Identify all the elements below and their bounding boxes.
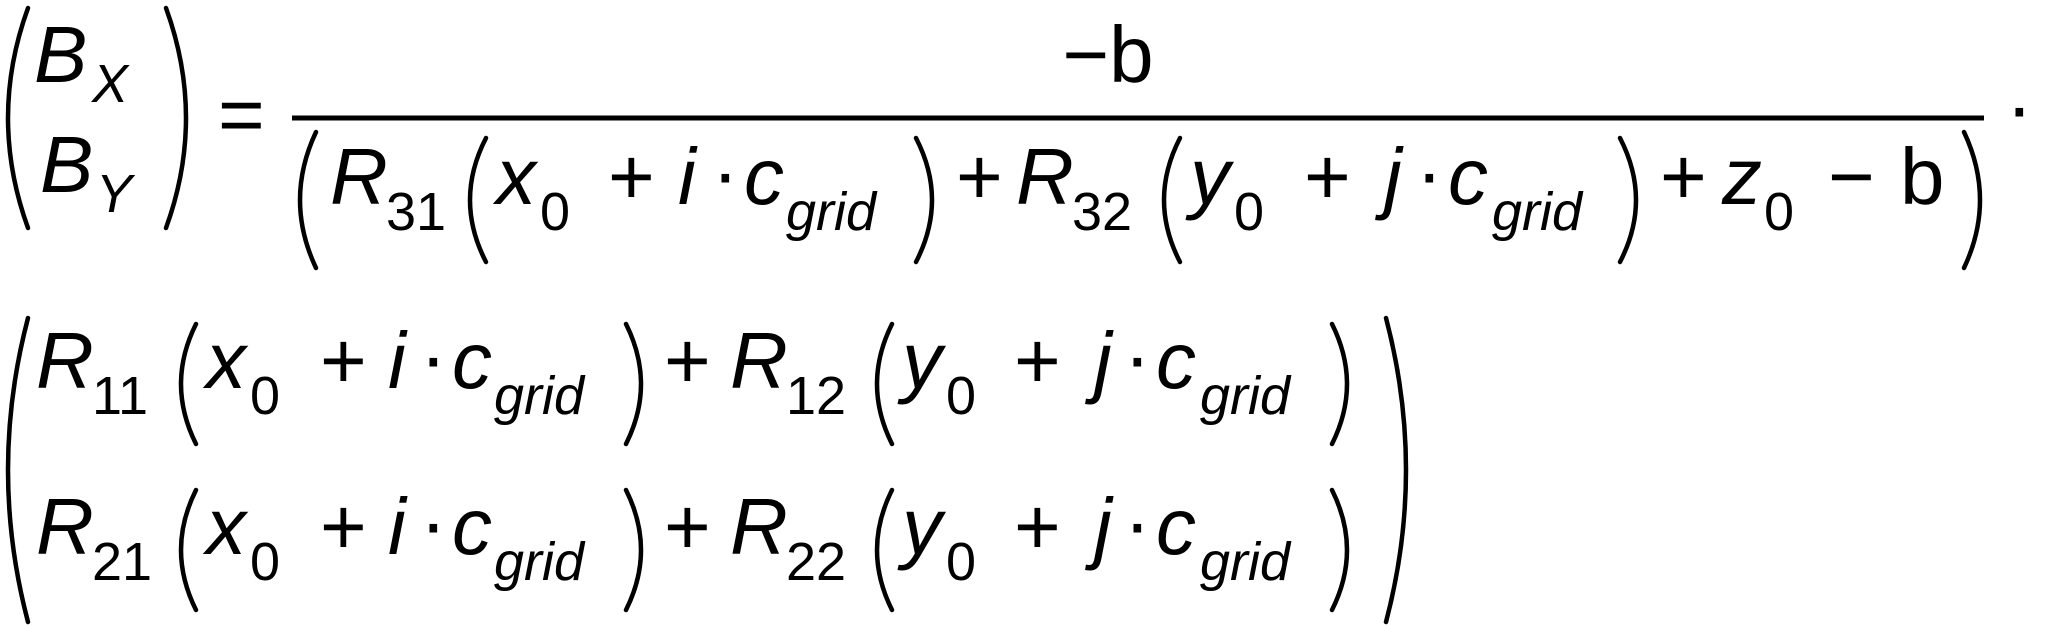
trailing-dot: · (2006, 62, 2033, 151)
m1-right-paren-1 (626, 324, 641, 444)
m2-j: j (1085, 482, 1114, 571)
m2-r21-sub: 21 (92, 532, 152, 592)
den-x0-base: x (492, 132, 539, 221)
m2-y0-base: y (897, 482, 947, 571)
den-grid-2: grid (1492, 182, 1584, 242)
den-minus: − (1828, 132, 1875, 221)
m2-dot-2: · (1124, 478, 1151, 567)
m1-plus-2: + (664, 316, 711, 405)
den-r31-base: R (330, 132, 388, 221)
den-j: j (1375, 132, 1404, 221)
m2-plus-1: + (320, 482, 367, 571)
lhs-bx: B X (34, 10, 130, 114)
lhs-by-sub: Y (96, 164, 136, 224)
m1-y0-sub: 0 (946, 366, 976, 426)
den-dot-1: · (712, 128, 739, 217)
m1-left-paren-1 (181, 324, 196, 444)
m1-c-1: c (452, 316, 492, 405)
m2-x0-base: x (202, 482, 249, 571)
m2-y0-sub: 0 (946, 532, 976, 592)
m2-r21-base: R (36, 482, 94, 571)
m1-j: j (1085, 316, 1114, 405)
m2-dot-1: · (420, 478, 447, 567)
den-outer-right-paren (1964, 132, 1980, 268)
m1-r12-base: R (730, 316, 788, 405)
den-grid-1: grid (786, 182, 878, 242)
m1-x0-base: x (202, 316, 249, 405)
den-r32-sub: 32 (1072, 182, 1132, 242)
den-inner2-left-paren (1164, 138, 1180, 262)
m2-x0-sub: 0 (250, 532, 280, 592)
m2-plus-3: + (1014, 482, 1061, 571)
den-x0-sub: 0 (540, 182, 570, 242)
m2-left-paren-1 (181, 490, 196, 610)
m1-dot-1: · (420, 312, 447, 401)
den-i: i (678, 132, 698, 221)
m2-c-2: c (1156, 482, 1196, 571)
m2-right-paren-2 (1332, 490, 1347, 610)
lhs-by-base: B (40, 120, 93, 209)
den-c-1: c (744, 132, 784, 221)
m1-x0-sub: 0 (250, 366, 280, 426)
den-plus-3: + (1304, 132, 1351, 221)
matrix-left-paren (8, 318, 28, 622)
matrix-row-1: R 11 x 0 + i · c grid + R 12 y 0 + j · c… (36, 312, 1347, 444)
m1-plus-3: + (1014, 316, 1061, 405)
m2-r22-base: R (730, 482, 788, 571)
m2-i: i (388, 482, 408, 571)
lhs-right-paren (166, 8, 186, 228)
m1-dot-2: · (1124, 312, 1151, 401)
den-plus-4: + (1660, 132, 1707, 221)
m2-left-paren-2 (877, 490, 892, 610)
m1-y0-base: y (897, 316, 947, 405)
m2-c-1: c (452, 482, 492, 571)
den-z0-sub: 0 (1764, 182, 1794, 242)
den-r31-sub: 31 (386, 182, 446, 242)
lhs-bx-base: B (34, 10, 87, 99)
m2-grid-1: grid (494, 532, 586, 592)
den-outer-left-paren (300, 132, 316, 268)
den-c-2: c (1448, 132, 1488, 221)
lhs-bx-sub: X (90, 54, 130, 114)
m1-grid-2: grid (1200, 366, 1292, 426)
m2-plus-2: + (664, 482, 711, 571)
den-dot-2: · (1416, 128, 1443, 217)
m1-i: i (388, 316, 408, 405)
den-inner1-right-paren (916, 138, 932, 262)
m1-r11-sub: 11 (92, 366, 148, 426)
matrix-right-paren (1386, 318, 1406, 622)
m2-grid-2: grid (1200, 532, 1292, 592)
den-r32-base: R (1016, 132, 1074, 221)
m2-r22-sub: 22 (786, 532, 846, 592)
den-inner1-left-paren (470, 138, 486, 262)
den-inner2-right-paren (1620, 138, 1636, 262)
den-plus-2: + (956, 132, 1003, 221)
m1-c-2: c (1156, 316, 1196, 405)
lhs-by: B Y (40, 120, 136, 224)
m1-right-paren-2 (1332, 324, 1347, 444)
matrix-row-2: R 21 x 0 + i · c grid + R 22 y 0 + j · c… (36, 478, 1347, 610)
den-y0-sub: 0 (1234, 182, 1264, 242)
den-plus-1: + (608, 132, 655, 221)
m1-left-paren-2 (877, 324, 892, 444)
equals-sign: = (218, 70, 265, 159)
den-z0-base: z (1721, 132, 1762, 221)
den-b: b (1900, 132, 1945, 221)
lhs-left-paren (8, 8, 28, 228)
m2-right-paren-1 (626, 490, 641, 610)
den-y0-base: y (1185, 132, 1235, 221)
m1-plus-1: + (320, 316, 367, 405)
m1-r11-base: R (36, 316, 94, 405)
m1-r12-sub: 12 (786, 366, 846, 426)
numerator: −b (1062, 10, 1153, 99)
m1-grid-1: grid (494, 366, 586, 426)
